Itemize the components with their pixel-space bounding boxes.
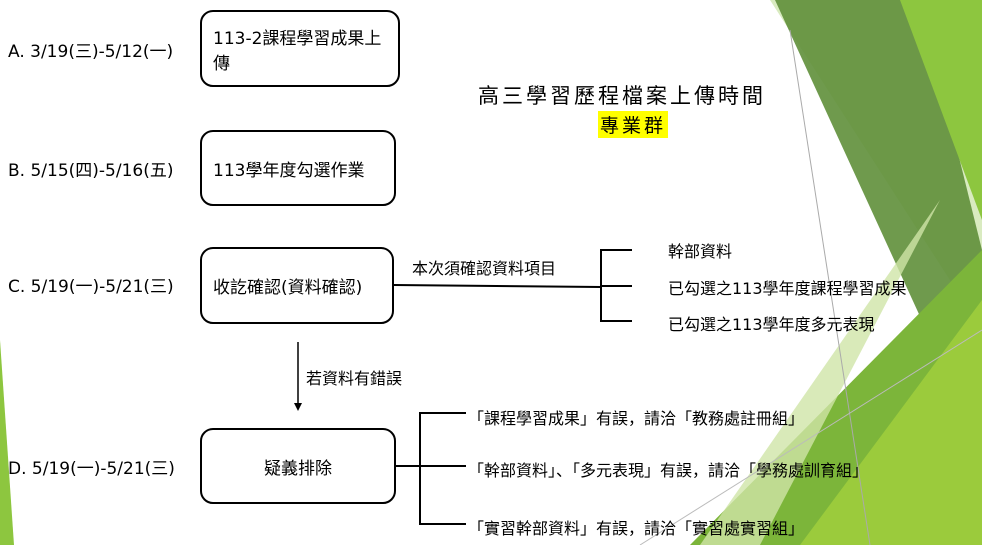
decor-line bbox=[639, 329, 982, 545]
step-d-box: 疑義排除 bbox=[200, 428, 396, 504]
step-c-task: 收訖確認(資料確認) bbox=[213, 278, 363, 298]
step-c-box: 收訖確認(資料確認) bbox=[200, 247, 394, 324]
step-d-date: D. 5/19(一)-5/21(三) bbox=[8, 459, 175, 479]
step-b-box: 113學年度勾選作業 bbox=[200, 130, 396, 206]
decor-triangle bbox=[0, 340, 14, 545]
step-b-date: B. 5/15(四)-5/16(五) bbox=[8, 161, 174, 181]
decor-triangle bbox=[900, 0, 982, 220]
step-b-task: 113學年度勾選作業 bbox=[213, 160, 365, 181]
bracket bbox=[419, 412, 466, 525]
contact-item: 「實習幹部資料」有誤，請洽「實習處實習組」 bbox=[468, 519, 805, 538]
confirm-label: 本次須確認資料項目 bbox=[412, 259, 557, 278]
page-title: 高三學習歷程檔案上傳時間 bbox=[478, 84, 766, 108]
decor-triangle bbox=[800, 300, 982, 545]
connector-line bbox=[393, 284, 602, 288]
step-a-box: 113-2課程學習成果上傳 bbox=[200, 10, 400, 87]
decor-line bbox=[789, 29, 871, 545]
page-subtitle: 專業群 bbox=[598, 111, 669, 138]
step-a-date: A. 3/19(三)-5/12(一) bbox=[8, 42, 174, 62]
confirm-item: 幹部資料 bbox=[668, 242, 733, 261]
arrow-head bbox=[294, 403, 302, 411]
contact-item: 「幹部資料」、「多元表現」有誤，請洽「學務處訓育組」 bbox=[468, 461, 869, 480]
error-arrow-label: 若資料有錯誤 bbox=[306, 369, 403, 388]
step-c-date: C. 5/19(一)-5/21(三) bbox=[8, 277, 174, 297]
contact-item: 「課程學習成果」有誤，請洽「教務處註冊組」 bbox=[468, 409, 805, 428]
confirm-item: 已勾選之113學年度課程學習成果 bbox=[668, 279, 907, 298]
step-a-task: 113-2課程學習成果上傳 bbox=[213, 28, 382, 74]
decor-triangle bbox=[775, 0, 982, 360]
step-d-task: 疑義排除 bbox=[264, 458, 332, 479]
confirm-item: 已勾選之113學年度多元表現 bbox=[668, 315, 875, 334]
decor-triangle bbox=[700, 200, 940, 545]
